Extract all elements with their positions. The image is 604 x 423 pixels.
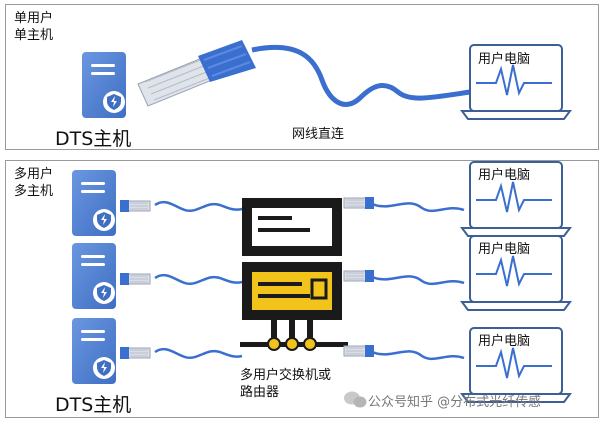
- ethernet-plug-icon-r3: [343, 344, 375, 358]
- ethernet-plug-icon-l3: [119, 346, 151, 360]
- ethernet-cable: [251, 44, 471, 107]
- dts-host-label: DTS主机: [55, 128, 132, 150]
- wechat-icon: [344, 391, 367, 408]
- multi-user-title-line2: 多主机: [14, 184, 54, 199]
- single-user-title-line2: 单主机: [14, 28, 54, 43]
- user-pc-label-2: 用户电脑: [478, 242, 531, 257]
- dts-host-label-bottom: DTS主机: [55, 394, 132, 416]
- ethernet-plug-icon: [137, 40, 256, 107]
- ethernet-plug-icon-r2: [343, 269, 375, 283]
- dts-host-server-icon-3: [72, 318, 116, 384]
- left-cables: [154, 201, 243, 360]
- switch-label-line1: 多用户交换机或: [240, 368, 332, 383]
- ethernet-plug-icon-r1: [343, 196, 375, 210]
- single-user-title-line1: 单用户: [14, 11, 54, 26]
- switch-label-line2: 路由器: [240, 385, 280, 400]
- user-pc-label-3: 用户电脑: [478, 334, 531, 349]
- user-pc-label-1: 用户电脑: [478, 168, 531, 183]
- cable-label: 网线直连: [292, 127, 345, 142]
- ethernet-plug-icon-l2: [119, 272, 151, 286]
- right-cables: [371, 202, 465, 361]
- switch-router-icon: [240, 198, 348, 351]
- dts-host-server-icon-2: [72, 243, 116, 309]
- user-pc-label: 用户电脑: [478, 52, 531, 67]
- multi-user-title-line1: 多用户: [14, 167, 54, 182]
- dts-host-server-icon-1: [72, 170, 116, 236]
- watermark-text: 公众号知乎 @分布式光纤传感: [368, 395, 542, 410]
- dts-host-server-icon: [82, 52, 126, 118]
- ethernet-plug-icon-l1: [119, 199, 151, 213]
